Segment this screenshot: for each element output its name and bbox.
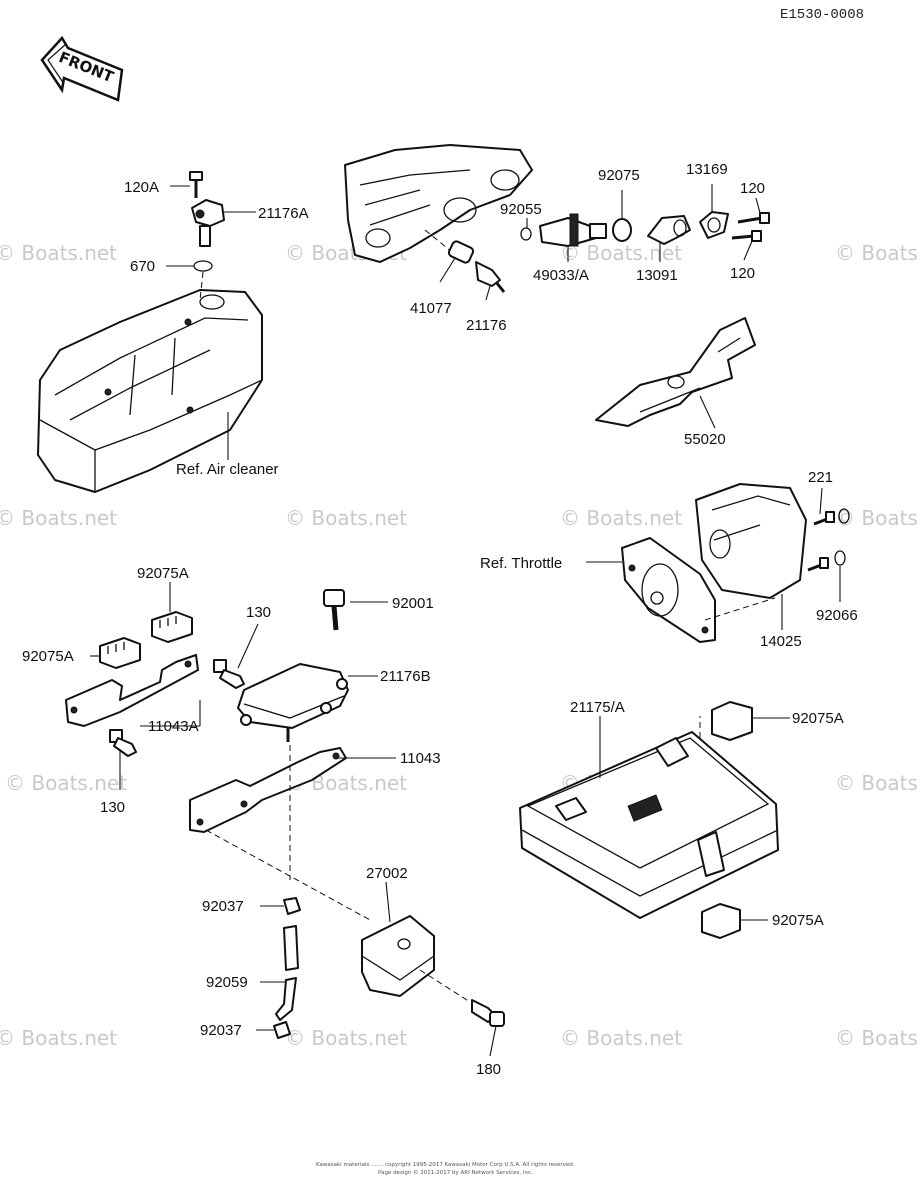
sensor-49033a — [539, 213, 607, 247]
part-label: 92066 — [816, 607, 858, 624]
sensor-21176b — [237, 663, 349, 742]
watermark: © Boats.net — [0, 506, 117, 530]
part-label: 11043 — [400, 750, 441, 767]
ecu-21175a — [519, 716, 779, 919]
cover-14025 — [695, 483, 807, 621]
screw-221 — [813, 508, 850, 526]
washer-92066 — [834, 550, 846, 566]
watermark: © Boats.net — [835, 506, 919, 530]
copyright-footer: Kawasaki materials ....... copyright 199… — [316, 1162, 575, 1176]
watermark: © Boats.net — [0, 1026, 117, 1050]
part-labels: 120A 21176A 670 41077 21176 92055 49033/… — [22, 161, 858, 1078]
part-label: 92075A — [22, 648, 74, 665]
part-label: 670 — [130, 258, 155, 275]
part-label: 14025 — [760, 633, 802, 650]
ring-92075 — [612, 218, 632, 242]
holder-13091 — [647, 215, 691, 245]
watermark: © Boats.net — [285, 506, 407, 530]
reference-label: Ref. Throttle — [480, 555, 562, 572]
connector-92075a — [151, 611, 193, 643]
part-label: 120 — [730, 265, 755, 282]
bolt-180 — [471, 999, 505, 1027]
watermark: © Boats.net — [835, 771, 919, 795]
air-cleaner-housing — [37, 289, 263, 493]
watermark: © Boats.net — [285, 1026, 407, 1050]
bolt-120 — [731, 230, 762, 242]
watermark: © Boats.net — [560, 506, 682, 530]
sensor-21176a — [191, 199, 225, 247]
part-label: 120A — [124, 179, 159, 196]
watermark: © Boats.net — [835, 1026, 919, 1050]
part-label: 92059 — [206, 974, 248, 991]
bolt-92001 — [323, 589, 345, 631]
unit-27002 — [361, 915, 471, 1003]
clamp-92037 — [273, 1021, 291, 1039]
part-label: 27002 — [366, 865, 408, 882]
connector-92075a — [711, 701, 753, 741]
part-label: 41077 — [410, 300, 452, 317]
part-label: 92037 — [202, 898, 244, 915]
copyright-line: Page design © 2011-2017 by ARI Network S… — [378, 1169, 533, 1176]
part-label: 92075A — [137, 565, 189, 582]
part-label: 92075A — [772, 912, 824, 929]
connector-92075a — [701, 903, 741, 939]
copyright-line: Kawasaki materials ....... copyright 199… — [316, 1162, 575, 1168]
part-label: 221 — [808, 469, 833, 486]
bracket-11043a — [65, 654, 199, 727]
connector-92075a — [99, 637, 141, 669]
bracket-55020 — [595, 317, 756, 427]
part-label: 21176B — [380, 668, 431, 685]
part-label: 21175/A — [570, 699, 625, 716]
part-label: 120 — [740, 180, 765, 197]
watermark: © Boats.net — [560, 1026, 682, 1050]
reference-label: Ref. Air cleaner — [176, 461, 279, 478]
part-label: 92001 — [392, 595, 434, 612]
throttle-body — [621, 537, 716, 643]
part-label: 130 — [100, 799, 125, 816]
part-label: 21176A — [258, 205, 309, 222]
o-ring-670 — [193, 260, 213, 272]
part-label: 55020 — [684, 431, 726, 448]
watermark: © Boats.net — [5, 771, 127, 795]
part-label: 180 — [476, 1061, 501, 1078]
watermark: © Boats.net — [560, 241, 682, 265]
washer-92055 — [520, 227, 532, 241]
bolt-130 — [213, 659, 245, 689]
bolt-120 — [737, 212, 770, 224]
screw-221 — [807, 557, 829, 572]
part-label: 92037 — [200, 1022, 242, 1039]
front-arrow-icon: FRONT — [40, 35, 124, 102]
diagram-code: E1530-0008 — [780, 7, 864, 23]
part-label: 130 — [246, 604, 271, 621]
screw-120a — [189, 171, 203, 198]
intake-manifold — [344, 144, 533, 263]
plate-13169 — [699, 211, 729, 239]
part-label: 11043A — [148, 718, 199, 735]
leader-lines — [90, 184, 841, 1057]
part-label: 92075A — [792, 710, 844, 727]
part-label: 49033/A — [533, 267, 589, 284]
sensor-21176 — [475, 261, 506, 293]
watermark: © Boats.net — [835, 241, 919, 265]
hose-92059 — [275, 925, 299, 1021]
fitting-41077 — [424, 229, 475, 264]
bolt-130 — [109, 729, 137, 757]
clamp-92037 — [283, 897, 301, 915]
part-label: 21176 — [466, 317, 507, 334]
part-label: 13091 — [636, 267, 678, 284]
part-label: 92055 — [500, 201, 542, 218]
part-label: 92075 — [598, 167, 640, 184]
watermark: © Boats.net — [0, 241, 117, 265]
part-label: 13169 — [686, 161, 728, 178]
